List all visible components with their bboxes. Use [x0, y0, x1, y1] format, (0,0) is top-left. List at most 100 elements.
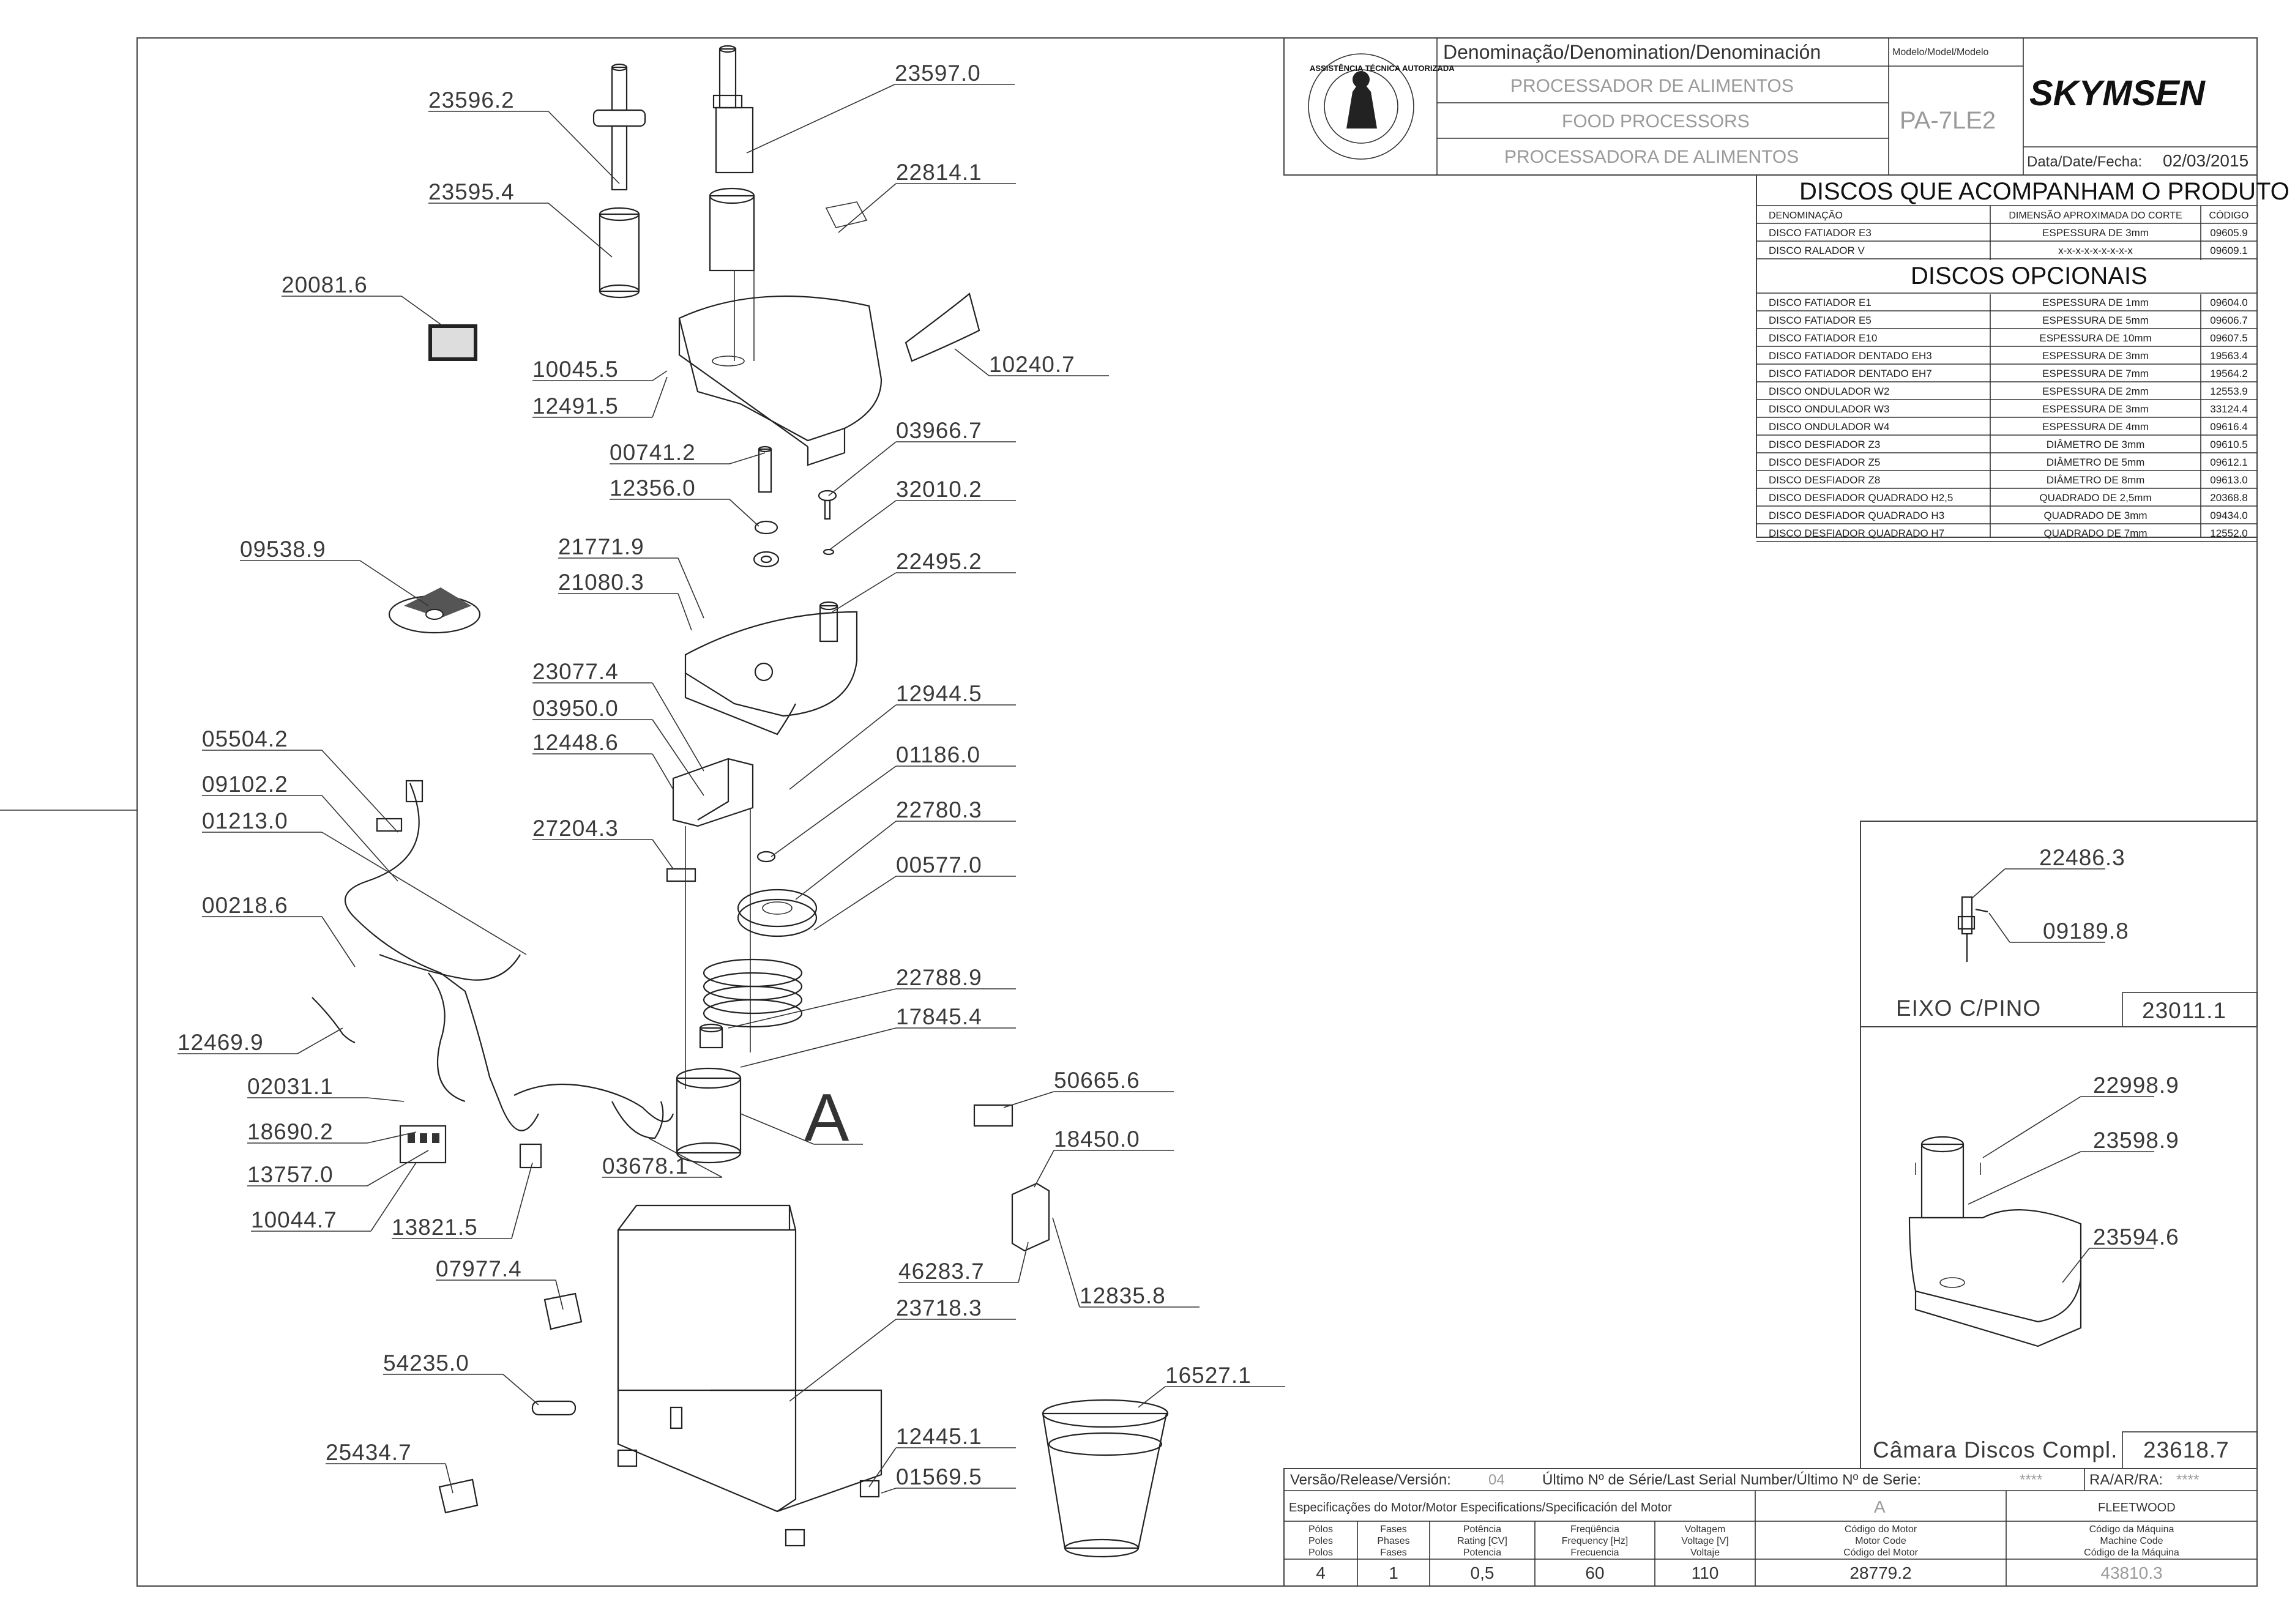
- part-09189-8: 09189.8: [2043, 918, 2129, 944]
- authorized-service-seal: ASSISTÊNCIA TÉCNICA AUTORIZADA: [1308, 53, 1455, 160]
- part-number-label: 10045.5: [532, 357, 619, 382]
- serial-label: Último Nº de Série/Last Serial Number/Úl…: [1542, 1472, 1921, 1488]
- brand-logo: SKYMSEN: [2029, 73, 2206, 113]
- leader-line: [555, 1279, 564, 1310]
- table-cell: DISCO FATIADOR E5: [1769, 315, 1871, 326]
- leader-line: [321, 795, 398, 882]
- part-number-label: 20081.6: [282, 272, 368, 297]
- part-number-label: 01569.5: [896, 1464, 982, 1489]
- part-number-label: 22780.3: [896, 797, 982, 822]
- motor-spec-header: Fases: [1380, 1524, 1407, 1535]
- motor-callout: A: [804, 1080, 849, 1155]
- part-number-label: 23718.3: [896, 1295, 982, 1320]
- leader-line: [728, 988, 897, 1029]
- motor-spec-value: 110: [1692, 1563, 1719, 1582]
- leader-line: [729, 452, 766, 464]
- table-cell: DISCO RALADOR V: [1769, 245, 1865, 256]
- table-cell: ESPESSURA DE 10mm: [2039, 332, 2151, 344]
- table-cell: 09604.0: [2210, 297, 2247, 308]
- part-number-label: 12448.6: [532, 730, 619, 755]
- table-cell: DISCO ONDULADOR W3: [1769, 403, 1889, 415]
- part-number-labels: 23596.223597.023595.422814.120081.610045…: [177, 61, 1251, 1489]
- motor-spec-header: Freqüência: [1570, 1524, 1619, 1535]
- name-es: PROCESSADORA DE ALIMENTOS: [1504, 147, 1799, 167]
- part-number-label: 21771.9: [558, 534, 644, 559]
- leader-line: [832, 572, 897, 613]
- name-pt: PROCESSADOR DE ALIMENTOS: [1510, 76, 1794, 96]
- leader-line: [401, 296, 441, 325]
- part-number-label: 27204.3: [532, 816, 619, 841]
- part-23594-6: 23594.6: [2093, 1224, 2179, 1250]
- detail-chamber-panel: Câmara Discos Compl. 23618.7 22998.9 235…: [1860, 1026, 2258, 1469]
- motor-spec-header: Potência: [1463, 1524, 1501, 1535]
- part-number-label: 32010.2: [896, 477, 982, 502]
- table-cell: 19563.4: [2210, 350, 2247, 362]
- part-number-label: 18690.2: [247, 1119, 334, 1144]
- discs-optional-title: DISCOS OPCIONAIS: [1911, 263, 2148, 289]
- part-number-label: 10240.7: [989, 352, 1075, 377]
- motor-spec-header: Voltage [V]: [1681, 1536, 1728, 1546]
- part-23598-9: 23598.9: [2093, 1128, 2179, 1153]
- table-cell: ESPESSURA DE 5mm: [2042, 315, 2149, 326]
- motor-spec-header: Fases: [1380, 1548, 1407, 1558]
- part-number-label: 09102.2: [202, 772, 288, 797]
- leader-line: [511, 1162, 533, 1239]
- leader-line: [297, 1027, 343, 1054]
- chamber-label: Câmara Discos Compl.: [1873, 1437, 2118, 1462]
- table-cell: DIÂMETRO DE 8mm: [2047, 474, 2145, 486]
- part-number-label: 12469.9: [177, 1030, 264, 1055]
- motor-spec-header: Frequency [Hz]: [1562, 1536, 1628, 1546]
- table-cell: DISCO FATIADOR DENTADO EH7: [1769, 368, 1932, 379]
- leader-line: [1138, 1386, 1166, 1408]
- part-number-label: 12835.8: [1080, 1283, 1166, 1308]
- leader-line: [359, 560, 429, 606]
- table-cell: 09613.0: [2210, 474, 2247, 486]
- table-cell: 09607.5: [2210, 332, 2247, 344]
- table-cell: DISCO DESFIADOR Z3: [1769, 439, 1880, 450]
- table-cell: DISCO DESFIADOR Z8: [1769, 474, 1880, 486]
- part-number-label: 21080.3: [558, 570, 644, 595]
- motor-spec-header: Poles: [1308, 1536, 1333, 1546]
- motor-spec-header: Código do Motor: [1845, 1524, 1917, 1535]
- date-label: Data/Date/Fecha:: [2027, 154, 2142, 170]
- part-number-label: 23597.0: [895, 61, 981, 86]
- leader-line: [367, 1097, 405, 1102]
- leader-line: [652, 719, 704, 796]
- leader-line: [746, 84, 895, 154]
- leader-line: [1003, 1091, 1054, 1108]
- drawing-frame: [136, 37, 2258, 1587]
- motor-spec-value: 1: [1389, 1563, 1398, 1582]
- motor-spec-value: 0,5: [1471, 1563, 1495, 1582]
- table-cell: ESPESSURA DE 7mm: [2042, 368, 2149, 379]
- motor-spec-header: Machine Code: [2100, 1536, 2163, 1546]
- model-label: Modelo/Model/Modelo: [1892, 47, 1989, 58]
- leader-line: [795, 821, 897, 900]
- leader-line: [954, 348, 990, 376]
- denomination-label: Denominação/Denomination/Denominación: [1443, 41, 1821, 63]
- table-cell: DISCO DESFIADOR Z5: [1769, 456, 1880, 468]
- table-cell: 09609.1: [2210, 245, 2247, 256]
- version-label: Versão/Release/Versión:: [1290, 1472, 1451, 1488]
- table-cell: 12553.9: [2210, 386, 2247, 397]
- part-number-label: 12445.1: [896, 1424, 982, 1449]
- ra-label: RA/AR/RA:: [2089, 1472, 2163, 1488]
- motor-spec-value: 28779.2: [1849, 1563, 1911, 1582]
- motor-brand: FLEETWOOD: [2098, 1501, 2176, 1514]
- leader-line: [789, 1319, 897, 1402]
- table-cell: ESPESSURA DE 3mm: [2042, 403, 2149, 415]
- table-cell: 19564.2: [2210, 368, 2247, 379]
- leader-line: [652, 753, 674, 790]
- leader-line: [881, 1488, 897, 1494]
- table-cell: DISCO FATIADOR E3: [1769, 227, 1871, 239]
- table-cell: 12552.0: [2210, 527, 2247, 539]
- part-number-label: 09538.9: [240, 537, 326, 562]
- part-number-label: 22495.2: [896, 549, 982, 574]
- table-cell: 33124.4: [2210, 403, 2247, 415]
- leader-line: [813, 876, 897, 931]
- motor-spec-header: Frecuencia: [1570, 1548, 1619, 1558]
- part-number-label: 10044.7: [251, 1207, 337, 1232]
- leader-line: [648, 1138, 723, 1178]
- leader-line: [367, 1131, 417, 1144]
- part-number-label: 01186.0: [896, 742, 980, 767]
- ra-value: ****: [2176, 1472, 2199, 1488]
